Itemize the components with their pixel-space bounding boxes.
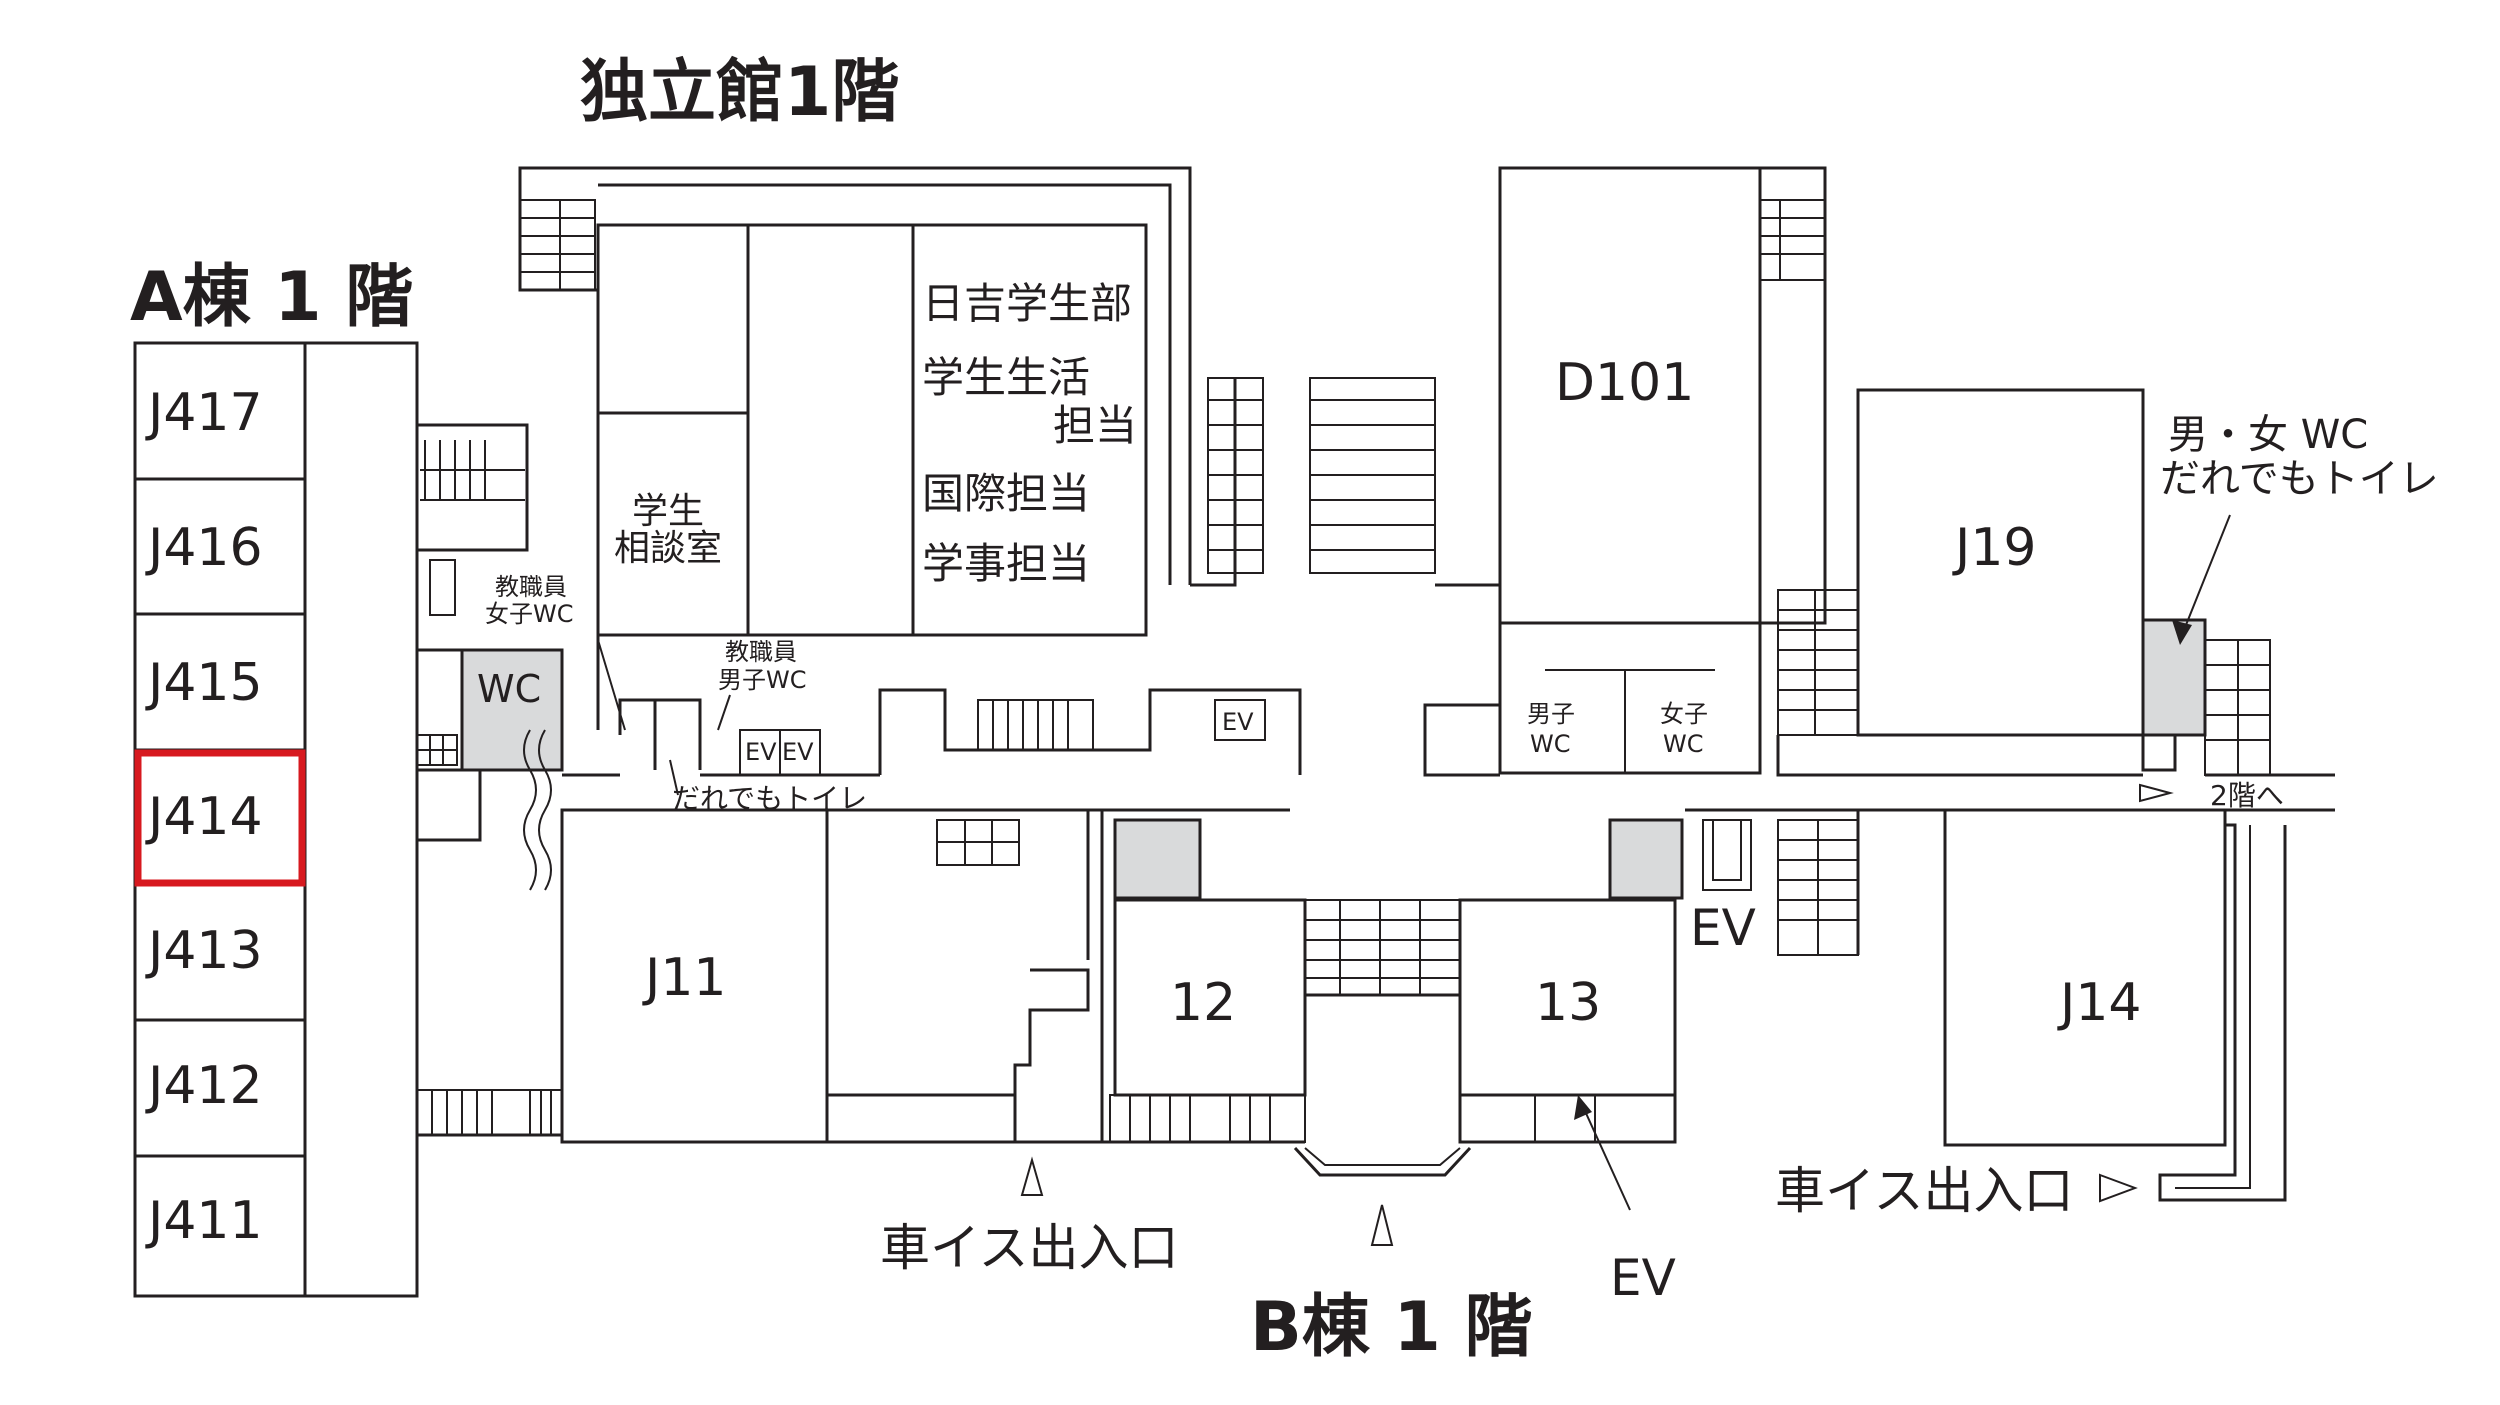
room-j414-label: J414 [145, 787, 263, 847]
wheelchair-entrance-2-arrow [2099, 1173, 2138, 1203]
staff-female-wc-label-1: 教職員 [495, 573, 567, 601]
room-12[interactable]: 12 [1113, 898, 1307, 1097]
wheelchair-entrance-1-arrow [1020, 1156, 1044, 1196]
room-d101[interactable]: D101 男子 WC 女子 WC [1423, 166, 1827, 777]
room-j417[interactable]: J417 [145, 383, 263, 443]
a-wc-room[interactable] [460, 648, 564, 772]
dokuritsukan: 学生 相談室 日吉学生部 学生生活 担当 国際担当 学事担当 教職員 女子WC … [485, 166, 1302, 815]
j19-wc-label-1: 男・女 WC [2168, 412, 2368, 458]
office-label-4: 国際担当 [922, 469, 1090, 518]
central-ev [1214, 699, 1266, 741]
staff-male-wc-label-1: 教職員 [725, 638, 797, 666]
room-j415[interactable]: J415 [145, 653, 263, 713]
room-j11[interactable]: J11 [560, 808, 829, 1144]
b-right-ev-label: EV [1690, 899, 1756, 957]
a-wc-label: WC [477, 667, 541, 711]
room-12-label: 12 [1170, 973, 1236, 1033]
b-building: J11 車イス出入口 12 [560, 808, 2287, 1307]
room-j14[interactable]: J14 [1943, 808, 2227, 1147]
staff-female-wc-label-2: 女子WC [485, 600, 574, 628]
male-wc-label-1: 男子 [1527, 700, 1575, 728]
office-label-3: 担当 [1053, 401, 1137, 450]
b-ramp-wall [1013, 968, 1090, 1142]
b-ev-arrow [1579, 1099, 1631, 1211]
room-j412[interactable]: J412 [145, 1056, 263, 1116]
counseling-label-1: 学生 [632, 491, 704, 532]
counseling-room[interactable]: 学生 相談室 [614, 491, 722, 569]
a-fixture [429, 559, 456, 616]
wheelchair-entrance-2-label: 車イス出入口 [1775, 1162, 2074, 1220]
student-office[interactable]: 日吉学生部 学生生活 担当 国際担当 学事担当 [922, 279, 1137, 588]
room-j414[interactable]: J414 [145, 787, 263, 847]
room-13[interactable]: 13 [1458, 898, 1677, 1097]
b-ev-label: EV [1610, 1249, 1676, 1307]
room-j415-label: J415 [145, 653, 263, 713]
j14-ramp [2158, 823, 2287, 1202]
staff-ev-label-1: EV [745, 738, 777, 766]
j19-wc[interactable] [2141, 618, 2207, 737]
central-ev-label: EV [1222, 708, 1254, 736]
title-b-building: B棟 1 階 [1250, 1288, 1533, 1367]
room-j14-label: J14 [2057, 973, 2142, 1033]
counseling-label-2: 相談室 [614, 528, 722, 569]
j19-stair [1777, 589, 1859, 736]
office-label-5: 学事担当 [922, 539, 1090, 588]
office-block [596, 223, 1148, 637]
b-lower-stair [1109, 1094, 1306, 1143]
stair-dokuritsukan [519, 199, 596, 291]
room-j411[interactable]: J411 [145, 1191, 263, 1251]
j19-wc-arrow [2179, 514, 2231, 641]
room-j413-label: J413 [145, 921, 263, 981]
highlight-room-j414 [134, 749, 306, 887]
a-corridor [303, 341, 419, 1298]
central-stair [977, 699, 1094, 751]
j19-outline [1856, 388, 2145, 737]
wheelchair-entrance-1-label: 車イス出入口 [880, 1219, 1179, 1277]
room-j417-label: J417 [145, 383, 263, 443]
b-main-entrance-arrow [1370, 1204, 1394, 1246]
b-left-gray-room [1113, 818, 1202, 900]
room-j416[interactable]: J416 [145, 518, 263, 578]
title-a-building: A棟 1 階 [130, 258, 413, 337]
room-j412-label: J412 [145, 1056, 263, 1116]
to-2f-arrow [2139, 783, 2174, 803]
to-2f-label: 2階へ [2210, 779, 2284, 812]
office-label-1: 日吉学生部 [922, 279, 1132, 328]
female-wc-label-1: 女子 [1660, 700, 1708, 728]
room-j19[interactable]: J19 男・女 WC だれでもトイレ [1776, 388, 2439, 777]
stair-a-upper [415, 423, 529, 552]
male-wc-label-2: WC [1530, 730, 1571, 758]
room-j11-label: J11 [642, 948, 727, 1008]
room-d101-label: D101 [1555, 353, 1694, 413]
j14-outline [1943, 808, 2227, 1147]
b-center-stair [1304, 899, 1461, 996]
wavy-divider [523, 729, 537, 891]
office-label-2: 学生生活 [922, 353, 1090, 402]
j19-wc-label-2: だれでもトイレ [2160, 456, 2439, 502]
central-stairs [1190, 168, 1502, 587]
a-building: J417 J416 J415 J414 J413 J412 J411 [133, 341, 419, 1298]
room-13-label: 13 [1535, 973, 1601, 1033]
a-connector: WC [415, 423, 564, 1137]
room-j411-label: J411 [145, 1191, 263, 1251]
staff-male-wc-label-2: 男子WC [718, 666, 807, 694]
room-j416-label: J416 [145, 518, 263, 578]
room-j19-label: J19 [1952, 518, 2037, 578]
female-wc-label-2: WC [1663, 730, 1704, 758]
title-dokuritsukan: 独立館1階 [580, 53, 899, 132]
b-entry-canopy [1293, 1146, 1472, 1177]
staff-ev-label-2: EV [782, 738, 814, 766]
b-right-gray-room [1608, 818, 1684, 900]
room-j413[interactable]: J413 [145, 921, 263, 981]
